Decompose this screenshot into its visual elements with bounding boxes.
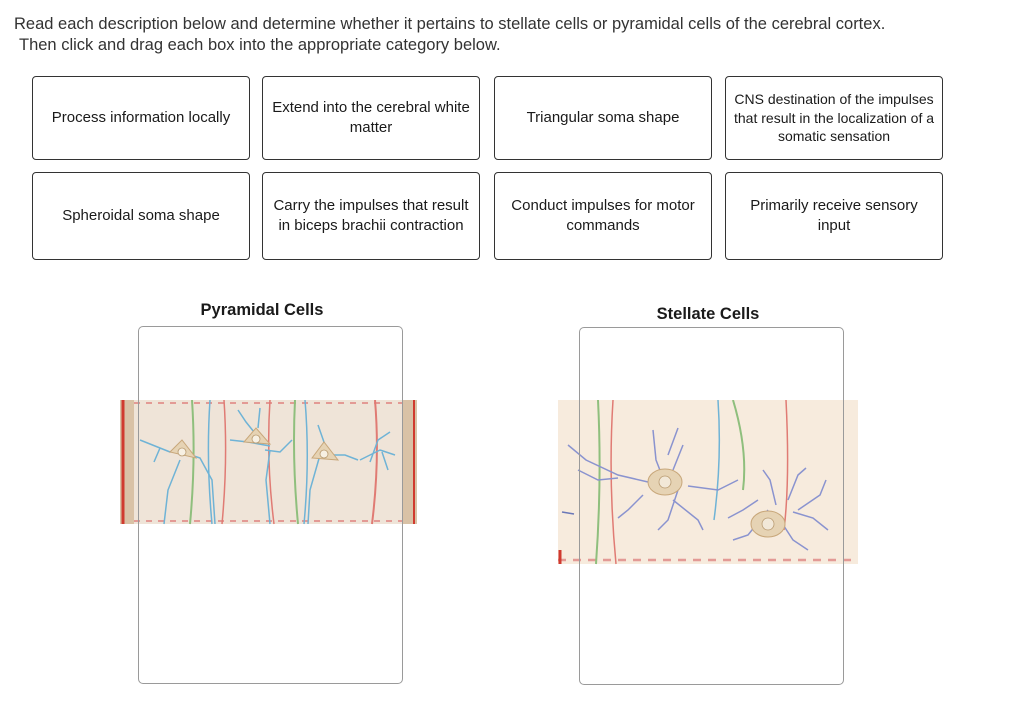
card-label: Triangular soma shape xyxy=(526,109,680,126)
dropzone-stellate[interactable] xyxy=(579,327,844,685)
draggable-card-motor-commands[interactable]: Conduct impulses for motor commands xyxy=(494,172,712,260)
draggable-card-cns-destination[interactable]: CNS destination of the impulses that res… xyxy=(725,76,943,160)
draggable-card-extend-white-matter[interactable]: Extend into the cerebral white matter xyxy=(262,76,480,160)
instruction-line-2: Then click and drag each box into the ap… xyxy=(19,36,501,54)
instruction-line-1: Read each description below and determin… xyxy=(14,15,886,33)
card-label: Conduct impulses for motor commands xyxy=(511,197,695,234)
instructions: Read each description below and determin… xyxy=(14,14,1014,56)
card-label: Carry the impulses that result in biceps… xyxy=(273,197,469,234)
draggable-card-sensory-input[interactable]: Primarily receive sensory input xyxy=(725,172,943,260)
card-label: CNS destination of the impulses that res… xyxy=(734,91,935,145)
dropzone-pyramidal[interactable] xyxy=(138,326,403,684)
draggable-card-process-locally[interactable]: Process information locally xyxy=(32,76,250,160)
stellate-neuron-illustration xyxy=(558,400,858,565)
category-title-stellate: Stellate Cells xyxy=(656,305,760,323)
draggable-card-triangular-soma[interactable]: Triangular soma shape xyxy=(494,76,712,160)
draggable-card-spheroidal-soma[interactable]: Spheroidal soma shape xyxy=(32,172,250,260)
pyramidal-neuron-illustration xyxy=(120,400,417,525)
card-label: Spheroidal soma shape xyxy=(62,207,220,224)
draggable-card-biceps-impulses[interactable]: Carry the impulses that result in biceps… xyxy=(262,172,480,260)
card-label: Process information locally xyxy=(51,109,231,126)
card-label: Primarily receive sensory input xyxy=(750,197,918,234)
category-title-pyramidal: Pyramidal Cells xyxy=(200,301,324,319)
card-label: Extend into the cerebral white matter xyxy=(272,99,470,136)
